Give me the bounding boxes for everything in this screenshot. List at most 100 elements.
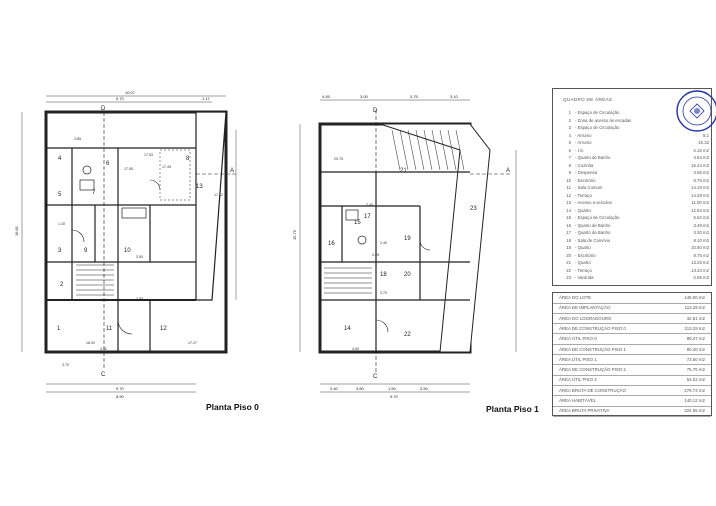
area-row-name: - Terraço: [575, 192, 592, 198]
floor0-room-number: 10: [124, 248, 131, 254]
area-row-name: - Zona de acesso às escadas: [575, 117, 632, 123]
floor0-room-areas: 3.8517.5317.4517.421.303.502.504.3018.00…: [58, 137, 223, 367]
areas-table-header: QUADRO DE ÁREAS: [563, 97, 613, 102]
floor0-bottom-dim-2: 8.90: [116, 394, 125, 399]
floor0-top-dim-3: 1.17: [202, 96, 211, 101]
floor0-room-area: 18.00: [86, 341, 95, 345]
area-row-name: - Arrumo: [575, 132, 592, 138]
area-row: 6- I.S.2.15 m2: [561, 147, 709, 154]
area-row-name: - Acesso a veículos: [575, 200, 613, 205]
area-row-number: 13: [566, 200, 571, 205]
area-row-value: 8.10 m2: [693, 237, 709, 243]
area-row-number: 15: [566, 215, 571, 220]
floor0-bottom-dim-1: 9.70: [116, 386, 125, 391]
floor1-room-number: 21: [400, 168, 407, 174]
section-mark-right-0: A: [230, 168, 234, 174]
floor1-room-area: 3.70: [380, 291, 387, 295]
floor1-room-number: 16: [328, 241, 335, 247]
summary-row: ÁREA ÚTIL PISO 2 54.02 m2: [553, 375, 711, 386]
area-row-number: 23: [566, 275, 571, 280]
area-row: 13 - Acesso a veículos 11.00 m2: [561, 199, 709, 206]
floor0-title: Planta Piso 0: [206, 402, 259, 412]
floor1-room-number: 14: [344, 326, 351, 332]
floor-plan-level-0: [21, 95, 237, 393]
area-row-value: 3.84 m2: [693, 155, 709, 160]
floor1-bottom-dim-2: 3.80: [356, 386, 365, 391]
summary-row-name: ÁREA ÚTIL PISO 2: [559, 377, 597, 383]
area-row-number: 19: [566, 245, 571, 250]
floor0-top-dim-1: 10.07: [125, 90, 136, 95]
area-row-value: 14.28 m2: [691, 192, 709, 198]
area-row-name: - Sala Comum: [575, 185, 603, 190]
area-row-number: 18: [566, 237, 571, 243]
area-row-number: 14: [566, 207, 571, 213]
summary-row-name: ÁREA ÚTIL PISO 0: [559, 336, 597, 342]
area-row-value: 3.65 m2: [693, 170, 709, 175]
summary-row-value: 324.95 m2: [684, 408, 705, 414]
area-row-number: 21: [566, 260, 571, 265]
area-row-number: 17: [566, 230, 571, 235]
summary-row-name: ÁREA BRUTA DE CONSTRUÇÃO: [559, 387, 627, 393]
area-row-name: - Varanda: [575, 275, 594, 280]
area-row-number: 2: [568, 117, 571, 123]
area-row-number: 22: [566, 267, 571, 273]
area-row-value: 16.44 m2: [691, 162, 709, 168]
area-row-value: 8.75 m2: [693, 177, 709, 183]
floor0-room-number: 12: [160, 326, 167, 332]
area-row-number: 8: [568, 162, 571, 168]
summary-row-name: ÁREA ÚTIL PISO 1: [559, 356, 597, 362]
summary-row-value: 32.81 m2: [686, 315, 705, 321]
area-row-name: - Quarto de Banho: [575, 155, 611, 160]
summary-row-value: 113.29 m2: [684, 305, 705, 311]
area-row-value: 13.25 m2: [691, 260, 709, 265]
area-row-number: 7: [568, 155, 571, 160]
floor1-room-areas: 20.754.002.452.403.703.25: [334, 157, 387, 351]
area-row-number: 4: [568, 132, 571, 138]
floor0-room-number: 6: [106, 161, 110, 167]
floor1-room-number: 18: [380, 272, 387, 278]
floor0-room-number: 4: [58, 156, 62, 162]
floor1-room-area: 4.00: [352, 347, 359, 351]
floor0-room-number: 8: [186, 156, 190, 162]
summary-row-name: ÁREA HABITÁVEL: [559, 398, 597, 403]
floor-plan-level-1: [299, 99, 517, 393]
area-row: 2 - Zona de acesso às escadas: [561, 117, 709, 124]
summary-row-name: ÁREA DO LOTE: [559, 295, 592, 300]
floor1-room-area: 20.75: [334, 157, 343, 161]
area-row-name: - Quarto: [575, 260, 591, 265]
area-row-name: - Arrumo: [575, 140, 592, 145]
floor0-room-number: 5: [58, 192, 62, 198]
floor1-room-number: 20: [404, 272, 411, 278]
summary-row-value: 73.60 m2: [686, 356, 705, 362]
floor1-room-number: 15: [354, 220, 361, 226]
area-row-value: 11.00 m2: [691, 200, 709, 205]
area-row-value: 3.30 m2: [693, 230, 709, 235]
floor0-room-area: 17.42: [214, 193, 223, 197]
floor1-top-dim-2: 3.00: [360, 94, 369, 99]
summary-row-name: ÁREA DE CONSTRUÇÃO PISO 0: [559, 325, 626, 331]
floor1-left-dim: 15.75: [292, 229, 297, 240]
area-row-name: - Terraço: [575, 267, 592, 273]
floor1-room-area: 2.40: [380, 241, 387, 245]
floor0-room-area: 3.70: [62, 363, 69, 367]
summary-row-value: 54.02 m2: [686, 377, 705, 383]
floor1-bottom-dim-5: 9.70: [390, 394, 399, 399]
floor1-bottom-dim-1: 2.40: [330, 386, 339, 391]
